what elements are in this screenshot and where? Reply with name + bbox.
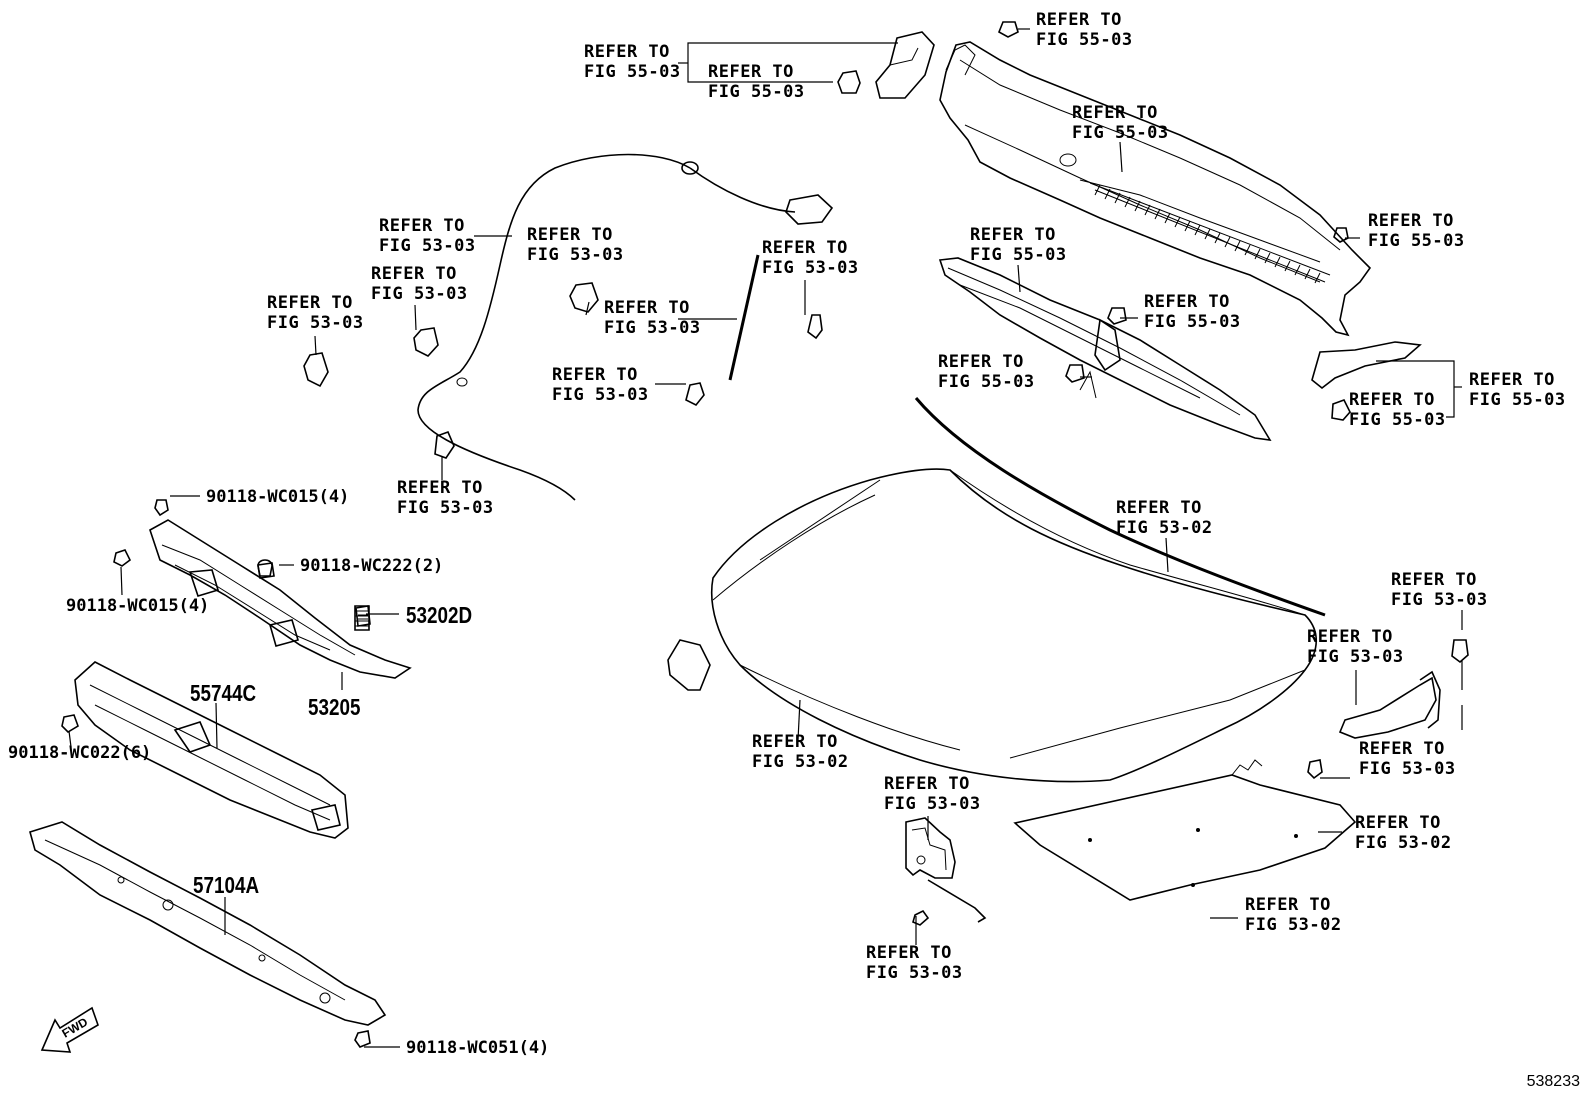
part-number-label: 53202D: [406, 602, 473, 628]
weatherstrip: [914, 397, 1326, 617]
release-cable: [417, 153, 834, 501]
part-number-label: 90118-WC222(2): [300, 556, 444, 576]
hood-stopper: [667, 639, 711, 691]
support-57104a: [29, 821, 387, 1048]
part-number-label: 57104A: [193, 872, 260, 898]
part-number-label: 90118-WC022(6): [8, 743, 152, 763]
diagram-identifier: 538233: [1526, 1073, 1580, 1090]
hood-panel: [710, 468, 1317, 783]
part-number-label: 53205: [308, 694, 361, 720]
fwd-arrow-icon: FWD: [40, 1006, 99, 1053]
radiator-support-upper: [113, 499, 412, 679]
part-number-label: 90118-WC015(4): [66, 596, 210, 616]
part-number-label: 90118-WC051(4): [406, 1038, 550, 1058]
part-number-label: 90118-WC015(4): [206, 487, 350, 507]
part-number-label: 55744C: [190, 680, 257, 706]
seal-55744c: [61, 661, 349, 839]
cable-clips: [303, 282, 823, 459]
cowl-louver: [939, 41, 1372, 337]
hood-lock: [905, 817, 987, 926]
top-brackets: [837, 21, 1422, 421]
spring-53202d: [354, 605, 370, 631]
cowl-panel: [938, 257, 1272, 442]
fwd-label: FWD: [60, 1015, 91, 1041]
hood-hinge: [1307, 639, 1469, 780]
hood-insulator: [1013, 759, 1357, 901]
nut-wc222: [257, 559, 273, 577]
